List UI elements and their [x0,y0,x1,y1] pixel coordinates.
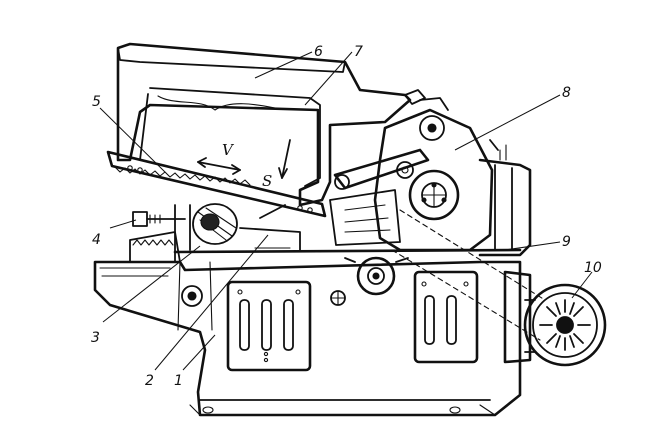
gearbox [478,144,532,257]
callout-9: 9 [562,234,571,250]
leader-lines [99,51,593,371]
callout-1: 1 [174,373,183,389]
cutting-speed-label: V [222,141,235,159]
callout-2: 2 [145,373,154,389]
callout-6: 6 [314,44,323,60]
drive-belt [391,209,546,341]
crank-housing [373,97,494,252]
callout-4: 4 [92,232,101,248]
saw-bow-frame [116,42,412,207]
electric-motor [503,270,607,367]
front-cover-panel [226,280,312,372]
workpiece-bar [192,203,238,245]
vice-jaw-rack [129,204,191,263]
feed-arrow: S [262,139,291,190]
cutting-speed-arrow: V [197,141,241,175]
lift-lever [404,89,499,151]
callout-7: 7 [354,44,363,60]
connecting-rod [329,148,430,246]
callout-labels: 1 2 3 4 5 6 7 8 9 10 [91,44,602,389]
drive-pulley [344,256,409,296]
machine-base [93,260,522,417]
callout-8: 8 [562,85,571,101]
right-cover-panel [413,270,479,364]
base-knob-right [330,290,346,306]
vice-screw [132,211,186,227]
callout-5: 5 [92,94,101,110]
base-knob-left [181,285,203,307]
callout-3: 3 [91,330,100,346]
feed-label: S [262,172,272,190]
callout-10: 10 [584,260,602,276]
hacksaw-blade [106,150,327,218]
